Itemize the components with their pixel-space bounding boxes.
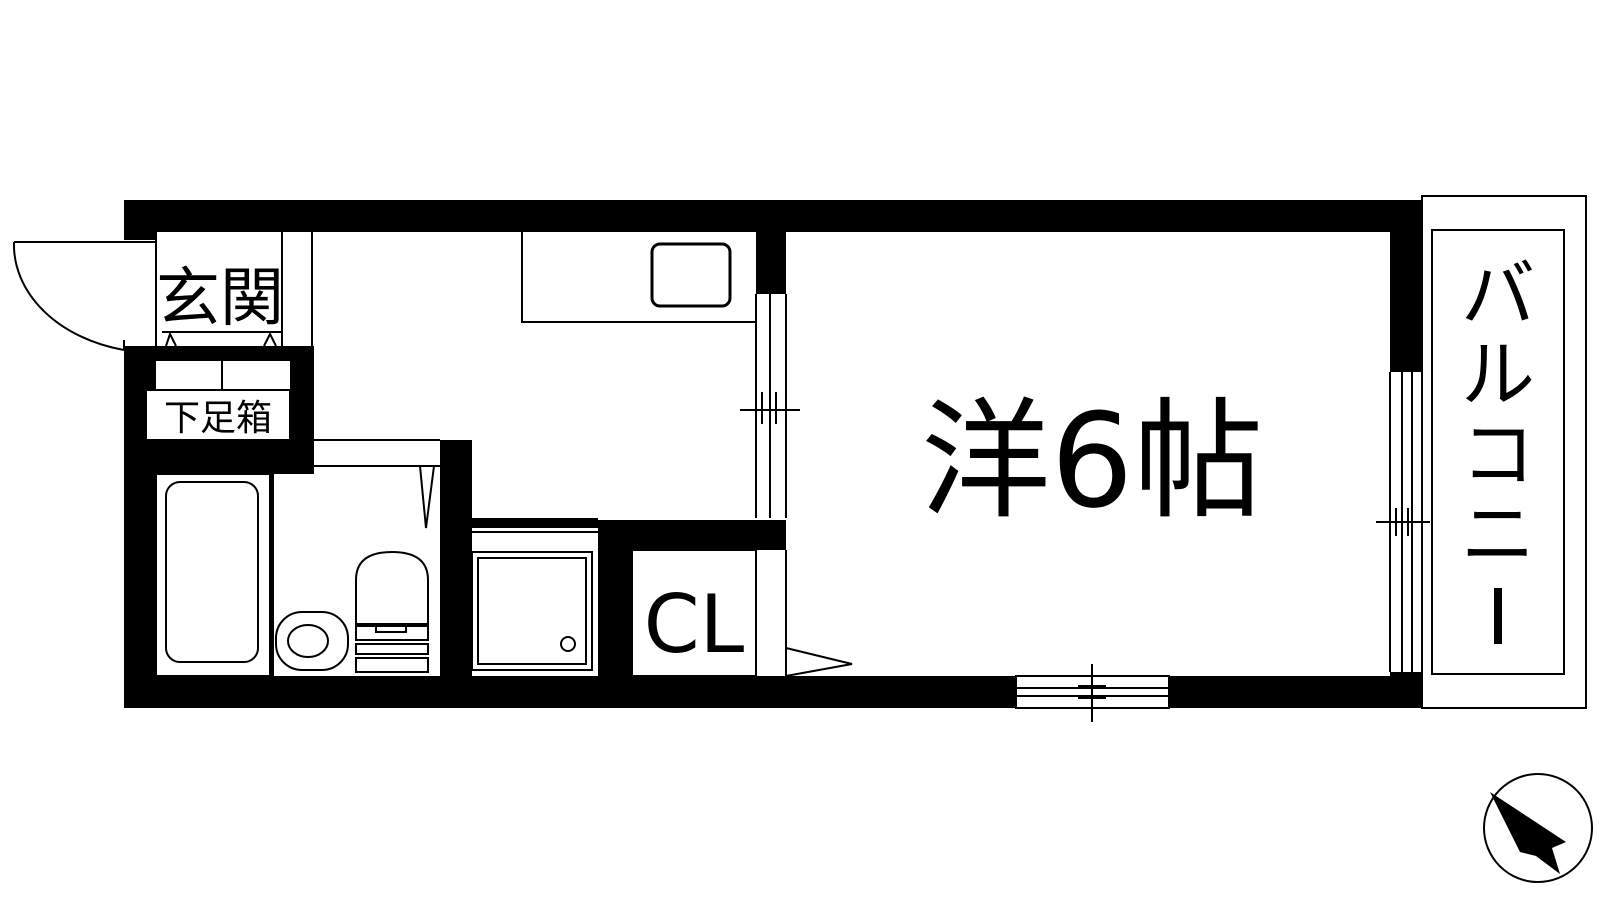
closet-label: CL — [644, 578, 745, 671]
wash-basin — [275, 611, 349, 671]
toilet-tank — [355, 625, 429, 641]
interior-walls — [124, 232, 786, 676]
entrance-door — [12, 241, 156, 351]
balcony — [1421, 195, 1587, 709]
balcony-label: バ ル コ ニ ー — [1461, 252, 1535, 658]
laundry-drain-icon — [560, 636, 576, 652]
kitchen — [521, 232, 756, 323]
western-room-label: 洋6帖 — [921, 385, 1264, 537]
sliding-door-kitchen — [740, 294, 800, 518]
bottom-wall-right — [1169, 676, 1422, 708]
window-bottom — [1015, 664, 1170, 722]
shoe-cabinet-label: 下足箱 — [164, 398, 272, 439]
window-right — [1376, 372, 1430, 672]
north-arrow-icon — [1483, 773, 1593, 883]
left-wall-top-stub — [124, 200, 156, 240]
kitchen-sink — [650, 242, 732, 308]
bath-top-wall — [124, 440, 314, 474]
balcony-char-hidden: ー — [1461, 572, 1535, 658]
laundry-top-wall — [472, 518, 598, 528]
toilet-area — [275, 550, 429, 673]
partition-top — [756, 232, 786, 294]
closet-top-wall — [598, 520, 786, 550]
entrance-bottom-wall — [124, 346, 312, 360]
bath-toilet-divider — [270, 474, 274, 676]
shoe-cabinet-box — [145, 389, 291, 441]
laundry-pan — [471, 531, 598, 671]
balcony-char-bar — [1494, 588, 1502, 644]
toilet-right-wall — [440, 440, 472, 676]
balcony-char: ニ — [1461, 492, 1535, 578]
bathtub-basin — [165, 481, 259, 663]
bathtub — [155, 473, 271, 677]
right-wall-top — [1390, 200, 1422, 372]
balcony-char: バ — [1461, 252, 1535, 338]
bottom-wall-left — [124, 676, 1016, 708]
washroom-ledge — [314, 439, 440, 529]
balcony-char: コ — [1461, 412, 1535, 498]
top-wall — [124, 200, 1422, 232]
balcony-char: ル — [1461, 332, 1535, 418]
toilet-bowl — [355, 550, 429, 625]
right-wall-bottom — [1390, 672, 1422, 708]
entrance-label: 玄関 — [156, 262, 284, 336]
entrance-frame — [155, 232, 313, 390]
closet-frame — [631, 549, 853, 677]
